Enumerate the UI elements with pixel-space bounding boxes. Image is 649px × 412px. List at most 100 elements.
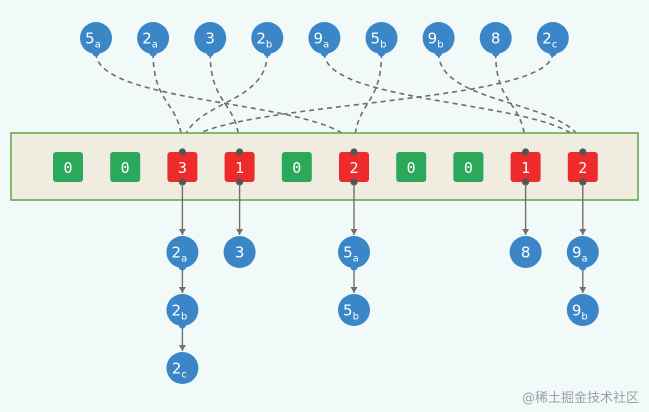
node-circle: [194, 22, 227, 54]
bucket-cell-box: [339, 152, 369, 182]
arrow-head: [350, 229, 358, 235]
anchor-dot: [178, 321, 186, 329]
node-circle: [365, 22, 398, 54]
node-circle: [422, 22, 455, 54]
anchor-dot: [178, 263, 186, 271]
node-value: 2: [171, 302, 181, 320]
node-value: 5: [371, 30, 381, 48]
mapping-arrow: [437, 52, 584, 151]
node-label: 2b: [256, 30, 272, 51]
node-circle: [137, 22, 170, 54]
node-subscript: a: [95, 40, 101, 51]
node-label: 3: [235, 244, 245, 262]
node-subscript: b: [380, 40, 386, 51]
anchor-dot: [149, 49, 157, 57]
bucket-cell-6: 0: [396, 152, 427, 182]
anchor-dot: [522, 178, 530, 186]
anchor-dot: [522, 148, 530, 156]
bucket-cell-9: 2: [567, 148, 598, 186]
node-subscript: a: [353, 254, 359, 265]
node-label: 5a: [85, 30, 101, 51]
node-label: 5a: [343, 244, 359, 265]
bucket-count: 0: [121, 159, 130, 177]
node-value: 9: [428, 30, 438, 48]
node-value: 2: [142, 30, 152, 48]
input-node: 9a: [308, 22, 341, 57]
bucket-cell-2: 3: [167, 148, 198, 186]
bucket-cell-5: 2: [339, 148, 369, 186]
bucket-cell-4: 0: [281, 152, 312, 182]
node-circle: [338, 294, 370, 326]
node-value: 2: [172, 244, 182, 262]
anchor-dot: [579, 148, 587, 156]
node-value: 9: [572, 244, 582, 262]
anchor-dot: [236, 178, 244, 186]
node-circle: [251, 22, 284, 54]
bucket-count: 2: [349, 159, 358, 177]
bucket-cell-box: [167, 152, 198, 182]
input-node: 9b: [422, 22, 455, 57]
bucket-count: 1: [521, 159, 530, 177]
node-subscript: b: [581, 312, 587, 323]
bucket-cell-box: [281, 152, 312, 182]
input-node: 5b: [365, 22, 398, 57]
bucket-list-node: 5a: [338, 236, 370, 271]
anchor-dot: [178, 148, 186, 156]
bucket-count: 0: [407, 159, 416, 177]
bucket-count: 3: [178, 159, 187, 177]
bucket-list-node: 5b: [338, 294, 370, 326]
bucket-cell-1: 0: [110, 152, 141, 182]
node-subscript: b: [437, 40, 443, 51]
node-circle: [166, 294, 199, 326]
bucket-chain-links: [178, 184, 587, 351]
anchor-dot: [350, 148, 358, 156]
node-label: 2a: [172, 244, 188, 265]
bucket-count: 0: [63, 159, 72, 177]
bucket-count: 0: [464, 159, 473, 177]
bucket-array: 0 0 3 1 0 2 0 0 1 2: [53, 148, 598, 186]
input-node: 2b: [251, 22, 284, 57]
bucket-list-node: 2a: [166, 236, 199, 271]
node-subscript: b: [181, 312, 187, 323]
bucket-list-node: 9b: [566, 294, 599, 326]
node-subscript: a: [152, 40, 158, 51]
node-value: 5: [85, 30, 95, 48]
bucket-cell-box: [567, 152, 598, 182]
arrow-head: [350, 287, 358, 293]
anchor-dot: [579, 178, 587, 186]
bucket-cell-box: [224, 152, 255, 182]
bucket-list-node: 2b: [166, 294, 199, 329]
node-label: 5b: [343, 302, 359, 323]
node-label: 2c: [172, 360, 187, 381]
node-label: 9b: [572, 302, 588, 323]
bucket-list-node: 8: [509, 236, 542, 268]
bucket-list-node: 3: [223, 236, 256, 268]
bucket-count: 1: [235, 159, 244, 177]
node-circle: [479, 22, 512, 54]
arrow-head: [178, 229, 186, 235]
node-subscript: a: [181, 254, 187, 265]
node-value: 2: [172, 360, 182, 378]
arrow-head: [579, 287, 587, 293]
anchor-dot: [320, 49, 328, 57]
arrow-head: [236, 229, 244, 235]
bucket-cell-0: 0: [53, 152, 83, 182]
node-value: 8: [521, 244, 531, 262]
node-value: 5: [343, 244, 353, 262]
anchor-dot: [92, 49, 100, 57]
anchor-dot: [236, 148, 244, 156]
node-circle: [509, 236, 542, 268]
node-label: 9b: [428, 30, 444, 51]
arrow-head: [522, 229, 530, 235]
node-value: 5: [343, 302, 353, 320]
node-label: 9a: [572, 244, 588, 265]
input-node: 2c: [536, 22, 569, 57]
mapping-arrow: [181, 52, 554, 151]
node-value: 2: [542, 30, 552, 48]
bucket-cell-box: [396, 152, 427, 182]
anchor-dot: [579, 263, 587, 271]
node-circle: [223, 236, 256, 268]
node-label: 2a: [142, 30, 158, 51]
bucket-cell-7: 0: [453, 152, 484, 182]
